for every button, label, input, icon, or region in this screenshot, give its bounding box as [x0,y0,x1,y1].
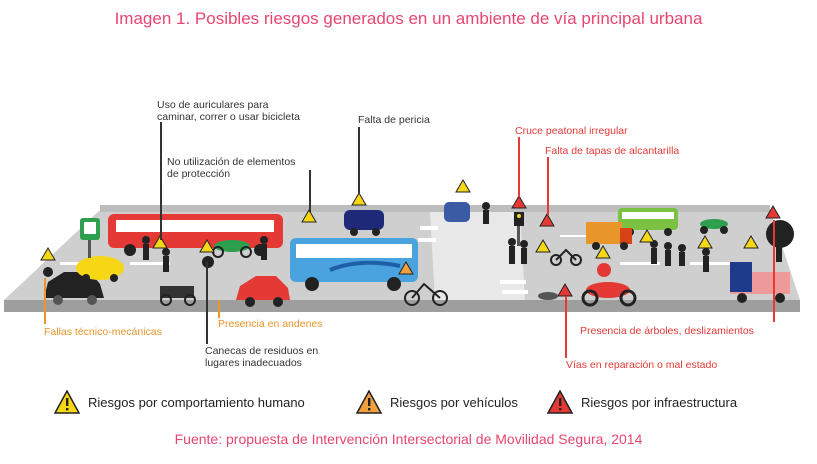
road-far-edge [100,205,770,212]
legend-item-human: Riesgos por comportamiento humano [54,389,305,415]
leader-pericia [358,127,360,193]
label-cruce: Cruce peatonal irregular [515,125,628,137]
orange-truck [586,222,632,250]
sidewalk-strip [430,212,525,300]
trash-bags [43,256,214,277]
red-warning-icon [547,390,573,414]
cyclist [404,282,448,306]
label-auriculares: Uso de auriculares para caminar, correr … [157,99,300,123]
legend-item-infrastructure: Riesgos por infraestructura [547,389,737,415]
leader-auriculares [160,122,162,240]
orange-warning-icon [356,390,382,414]
red-bus [108,214,283,256]
cyclist-2 [550,248,582,266]
label-arboles: Presencia de árboles, deslizamientos [580,325,754,337]
legend-label-infrastructure: Riesgos por infraestructura [581,394,738,410]
leader-fallas [44,278,46,324]
blue-pickup [730,262,790,303]
legend: Riesgos por comportamiento humano Riesgo… [0,389,817,415]
leader-tapas [547,157,549,215]
label-pericia: Falta de pericia [358,114,430,126]
leader-cruce [518,137,520,197]
leader-canecas [206,262,208,344]
yellow-car [76,256,124,282]
label-canecas: Canecas de residuos en lugares inadecuad… [205,345,319,369]
label-vias: Vías en reparación o mal estado [566,359,718,371]
leader-proteccion [309,170,311,212]
navy-car [344,210,384,236]
label-fallas: Fallas técnico-mecánicas [44,326,162,338]
label-andenes: Presencia en andenes [218,318,323,330]
road-curb [4,300,800,312]
red-car [236,276,290,307]
label-proteccion: No utilización de elementos de protecció… [167,156,296,180]
green-scooter [700,219,728,234]
legend-label-vehicle: Riesgos por vehículos [390,394,518,410]
crashed-car [444,202,470,222]
crosswalk [418,226,528,294]
legend-label-human: Riesgos por comportamiento humano [88,394,305,410]
figure-source: Fuente: propuesta de Intervención Inters… [174,431,643,447]
blue-bus [290,238,418,291]
traffic-light [514,212,524,246]
legend-item-vehicle: Riesgos por vehículos [356,389,518,415]
leader-vias [565,296,567,358]
street-illustration [4,179,800,312]
leader-arboles [773,220,775,322]
leader-andenes [218,300,220,318]
delivery-motorcycle [160,286,196,306]
red-motorcycle [581,263,637,307]
bus-stop-sign [80,218,100,258]
yellow-warning-icon [54,390,80,414]
figure-title: Imagen 1. Posibles riesgos generados en … [114,9,703,28]
label-tapas: Falta de tapas de alcantarilla [545,145,680,157]
open-manhole [538,292,558,300]
